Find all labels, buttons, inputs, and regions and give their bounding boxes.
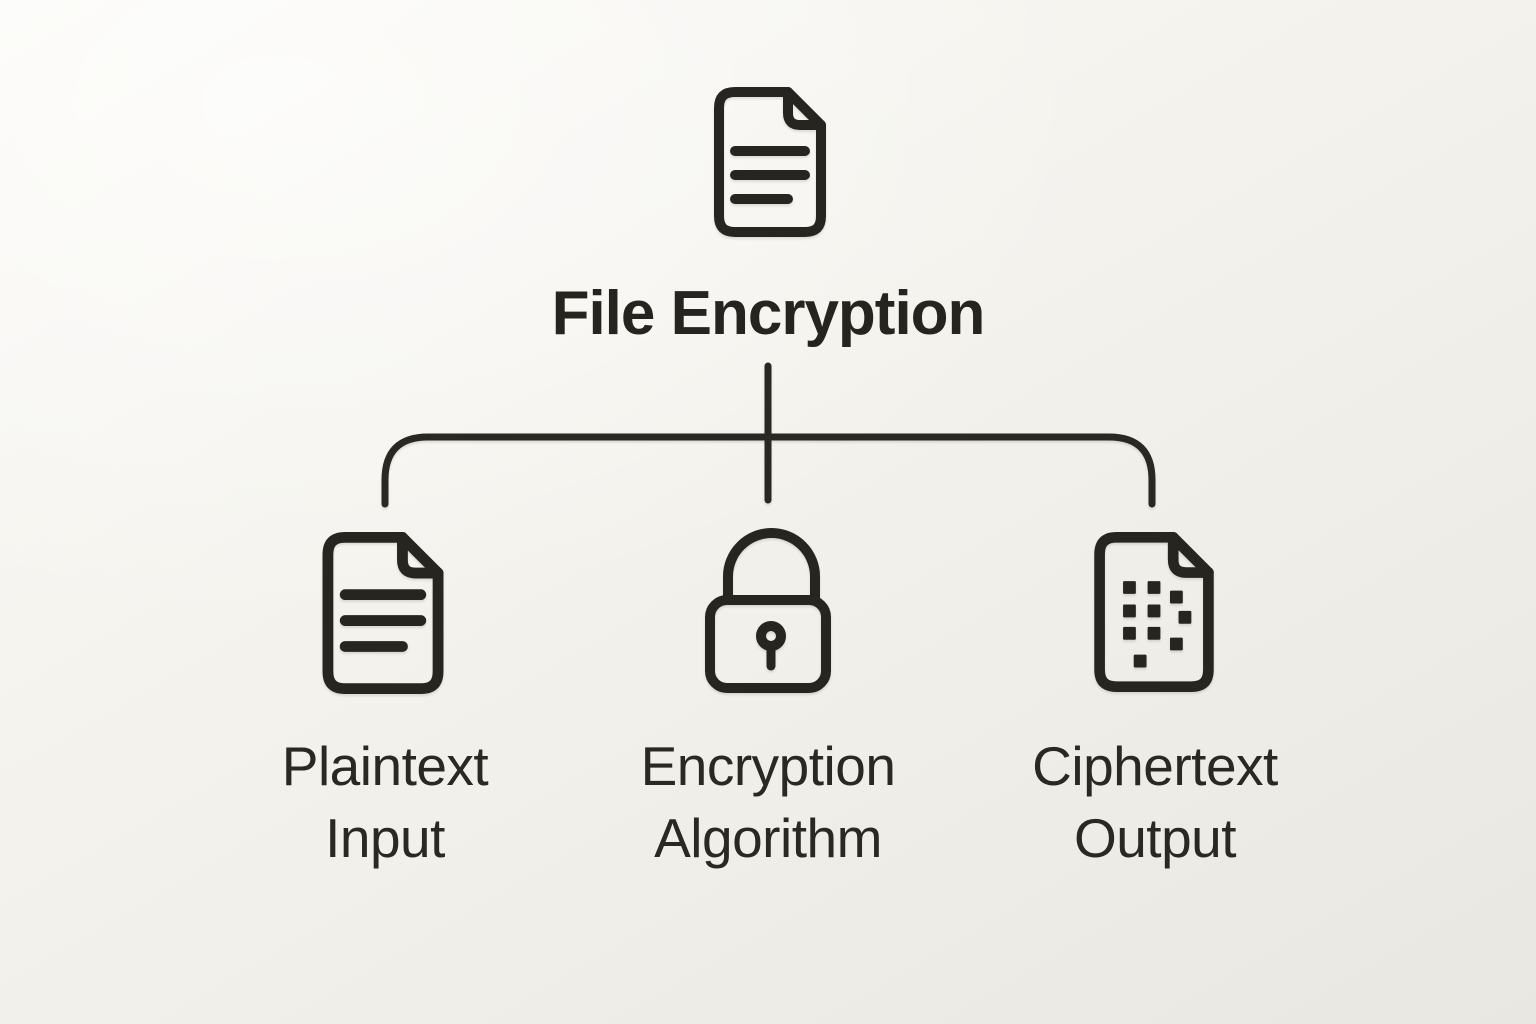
- node-label-plaintext-input: Plaintext Input: [281, 735, 489, 869]
- encrypted-document-icon: [1090, 532, 1218, 692]
- diagram-title: File Encryption: [551, 279, 986, 348]
- node-label-ciphertext-output: Ciphertext Output: [1032, 735, 1278, 869]
- branch-line: [381, 433, 1156, 508]
- document-text-icon: [710, 87, 830, 237]
- lock-icon: [705, 528, 831, 693]
- document-text-icon: [318, 532, 448, 694]
- node-label-encryption-algorithm: Encryption Algorithm: [640, 735, 896, 869]
